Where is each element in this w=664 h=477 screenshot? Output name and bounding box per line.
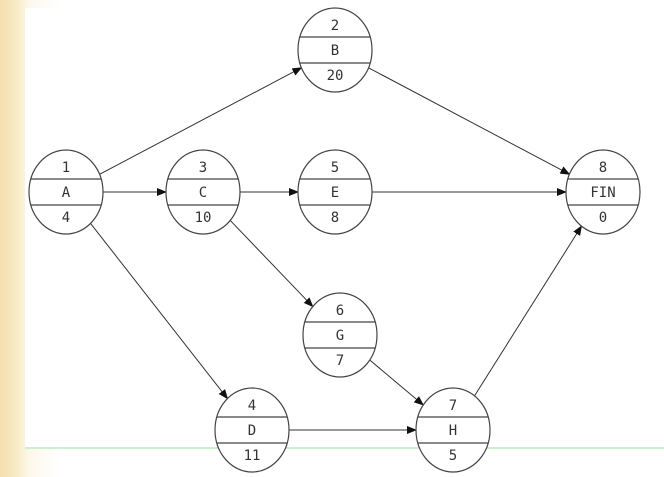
node-ellipse	[415, 387, 491, 473]
node-duration: 0	[599, 210, 607, 226]
edge-b-to-fin	[368, 67, 571, 175]
node-ellipse	[297, 149, 373, 235]
node-a: 1A 4	[28, 149, 104, 235]
edge-a-to-d	[90, 223, 229, 400]
node-duration: 5	[449, 448, 457, 464]
node-duration: 7	[336, 353, 344, 369]
edge-a-to-b	[99, 67, 303, 175]
node-duration: 8	[331, 210, 339, 226]
node-ellipse	[297, 7, 373, 93]
node-duration: 11	[244, 448, 261, 464]
node-g: 6G 7	[302, 292, 378, 378]
node-ellipse	[214, 387, 290, 473]
node-b: 2B 20	[297, 7, 373, 93]
node-number: 7	[449, 398, 457, 414]
node-number: 8	[599, 160, 607, 176]
node-ellipse	[165, 149, 241, 235]
node-number: 4	[248, 398, 256, 414]
bottom-divider	[25, 447, 664, 449]
node-number: 6	[336, 303, 344, 319]
node-label: D	[248, 423, 256, 439]
node-duration: 10	[195, 210, 212, 226]
edge-g-to-h	[369, 359, 425, 406]
node-d: 4D 11	[214, 387, 290, 473]
node-number: 1	[62, 160, 70, 176]
node-label: FIN	[590, 185, 615, 201]
node-label: C	[199, 185, 207, 201]
node-ellipse	[565, 149, 641, 235]
node-duration: 20	[327, 68, 344, 84]
node-c: 3C 10	[165, 149, 241, 235]
node-number: 2	[331, 18, 339, 34]
edge-h-to-fin	[474, 225, 583, 397]
node-duration: 4	[62, 210, 70, 226]
node-ellipse	[302, 292, 378, 378]
node-label: E	[331, 185, 339, 201]
node-label: A	[62, 185, 71, 201]
node-number: 5	[331, 160, 339, 176]
node-label: H	[449, 423, 457, 439]
node-label: G	[336, 328, 344, 344]
node-label: B	[331, 43, 339, 59]
node-e: 5E 8	[297, 149, 373, 235]
node-h: 7H 5	[415, 387, 491, 473]
node-number: 3	[199, 160, 207, 176]
node-ellipse	[28, 149, 104, 235]
edge-c-to-g	[229, 220, 314, 308]
